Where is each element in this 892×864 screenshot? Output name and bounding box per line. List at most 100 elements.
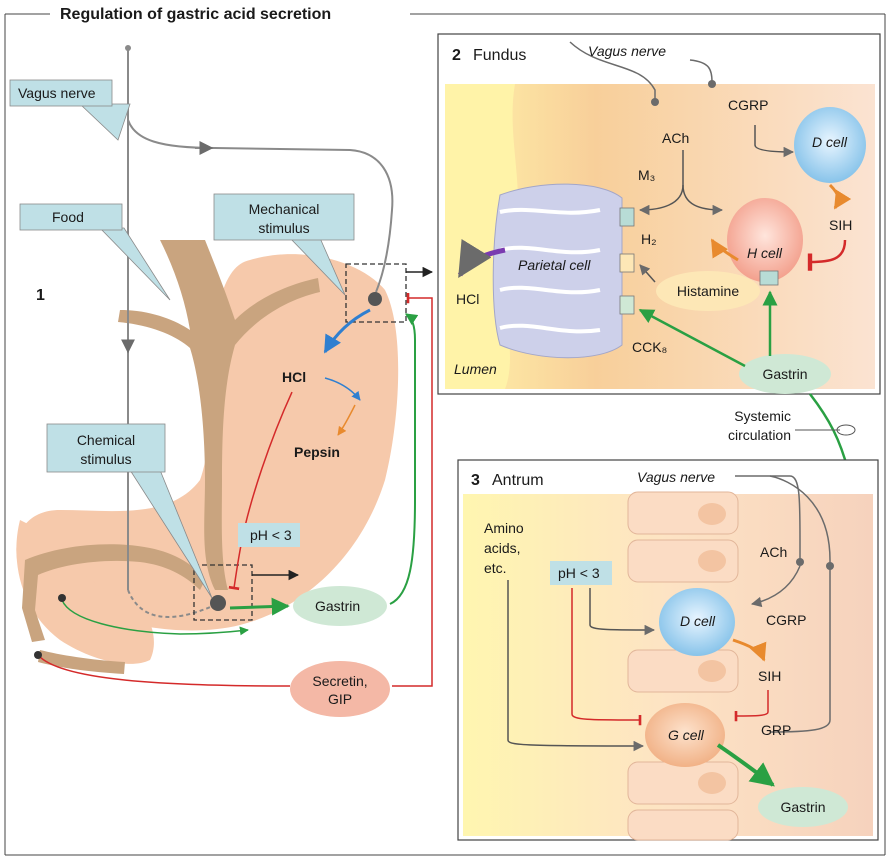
antrum-sensor-box [193,564,253,621]
h-cell-label: H cell [747,245,783,261]
antrum-sih-release-arrow [732,638,767,662]
secretin-line2: GIP [328,691,352,707]
gastrin-to-parietal-arrow [638,308,746,368]
ph-to-gcell-inhibition [571,588,642,726]
g-cell [645,703,725,767]
histamine-release-arrow [710,238,739,262]
food-tube-antrum [22,544,205,642]
panel-antrum: 3 Antrum Vagus nerve ACh CGRP GRP D cell [457,459,879,841]
gastrin-label-panel2: Gastrin [762,366,807,382]
cgrp-label-panel3: CGRP [766,612,806,628]
mechanical-line1: Mechanical [249,201,320,217]
vagus-callout-box [9,79,113,107]
m3-receptor [619,207,635,227]
histamine-label: Histamine [677,283,739,299]
m3-label: M₃ [638,167,655,183]
fundus-vagus-terminal-2 [708,80,716,88]
gastrin-ellipse-panel1 [293,586,387,626]
panel2-number: 2 [452,47,461,64]
fundus-vagus-fiber-2 [689,59,713,83]
panel2-name: Fundus [473,47,526,64]
vagus-label-panel3: Vagus nerve [637,469,715,485]
gastrin-label-panel1: Gastrin [315,598,360,614]
secretin-duodenal-line [37,654,291,687]
cck-label: CCK₈ [632,339,667,355]
grp-label: GRP [761,722,791,738]
amino-to-gcell-arrow [507,580,645,752]
h2-receptor [619,253,635,273]
nucleus [698,503,726,525]
d-cell-sih-arrow [828,183,852,210]
h2-label: H₂ [641,231,657,247]
ph-box-panel1 [238,523,300,547]
ph-box-panel3 [550,561,612,585]
hcl-to-pepsin-arrow [324,377,361,401]
secretin-inhibition-line [392,292,433,687]
histamine-ellipse [656,271,760,311]
hcl-release-arrow [323,308,371,354]
hcl-label: HCl [282,369,306,385]
nucleus [698,550,726,572]
cck-receptor [619,295,635,315]
h-cell [727,198,803,282]
duodenal-sensor-dot-2 [34,651,42,659]
gastrin-release-arrow [229,597,290,616]
hcl-secretion-arrow [457,239,506,278]
chemical-callout-box [46,423,166,473]
pepsin-label: Pepsin [294,444,340,460]
cgrp-label-panel2: CGRP [728,97,768,113]
amino-line3: etc. [484,560,507,576]
food-callout-pointer [99,227,171,301]
mechanical-callout-box [213,193,355,241]
g-cell-gastrin-release [716,743,775,787]
panel-stomach: HCl Pepsin pH < 3 Gastrin Secretin, GIP … [9,45,434,717]
fundus-sensor-box [345,263,407,323]
nucleus [698,660,726,682]
ach-to-dcell-arrow [750,565,801,608]
systemic-vessel-icon [836,424,856,436]
ach-label-panel2: ACh [662,130,689,146]
panel3-number: 3 [471,472,480,489]
gastrin-label-panel3: Gastrin [780,799,825,815]
sih-to-gcell-inhibition [734,690,769,722]
d-cell-label-panel2: D cell [812,134,848,150]
ph-to-dcell-arrow [589,588,656,636]
vagus-callout-pointer [78,103,131,141]
panel1-number: 1 [36,287,45,304]
gastrin-feedback-arrow [389,313,419,605]
vagus-branch-fundus [127,119,394,293]
ph-label-panel1: pH < 3 [250,527,292,543]
h-cell-receptor [759,270,779,286]
gastrin-ellipse-panel3 [758,787,848,827]
duodenal-green-arrow [61,599,249,636]
sih-label-panel3: SIH [758,668,781,684]
duodenal-sensor-dot-1 [58,594,66,602]
pepsinogen-arrow [337,404,356,436]
panel-fundus: 2 Fundus Vagus nerve CGRP ACh D cell SIH… [437,33,881,395]
antrum-vagus-fiber-1 [735,475,801,560]
antrum-receptor-dot [210,595,226,611]
epithelial-cell [627,809,739,841]
food-label: Food [52,209,84,225]
amino-line1: Amino [484,520,524,536]
food-tube [118,240,320,590]
d-cell-label-panel3: D cell [680,613,716,629]
stomach-body [16,254,399,631]
mechanical-line2: stimulus [258,220,309,236]
gastrin-ellipse-panel2 [739,354,831,394]
parietal-canaliculi [499,207,601,334]
antrum-vagus-fiber-2 [769,475,831,733]
vagus-label-panel1: Vagus nerve [18,85,96,101]
systemic-line1: Systemic [734,408,791,424]
ach-to-hcell-arrow [682,184,724,216]
g-cell-label: G cell [668,727,705,743]
secretin-line1: Secretin, [312,673,367,689]
lumen-label: Lumen [454,361,497,377]
antrum-vagus-terminal-2 [826,562,834,570]
nucleus [698,772,726,794]
fundus-vagus-terminal-1 [651,98,659,106]
parietal-cell [492,183,623,359]
food-callout-box [19,203,123,231]
panel3-name: Antrum [492,472,544,489]
